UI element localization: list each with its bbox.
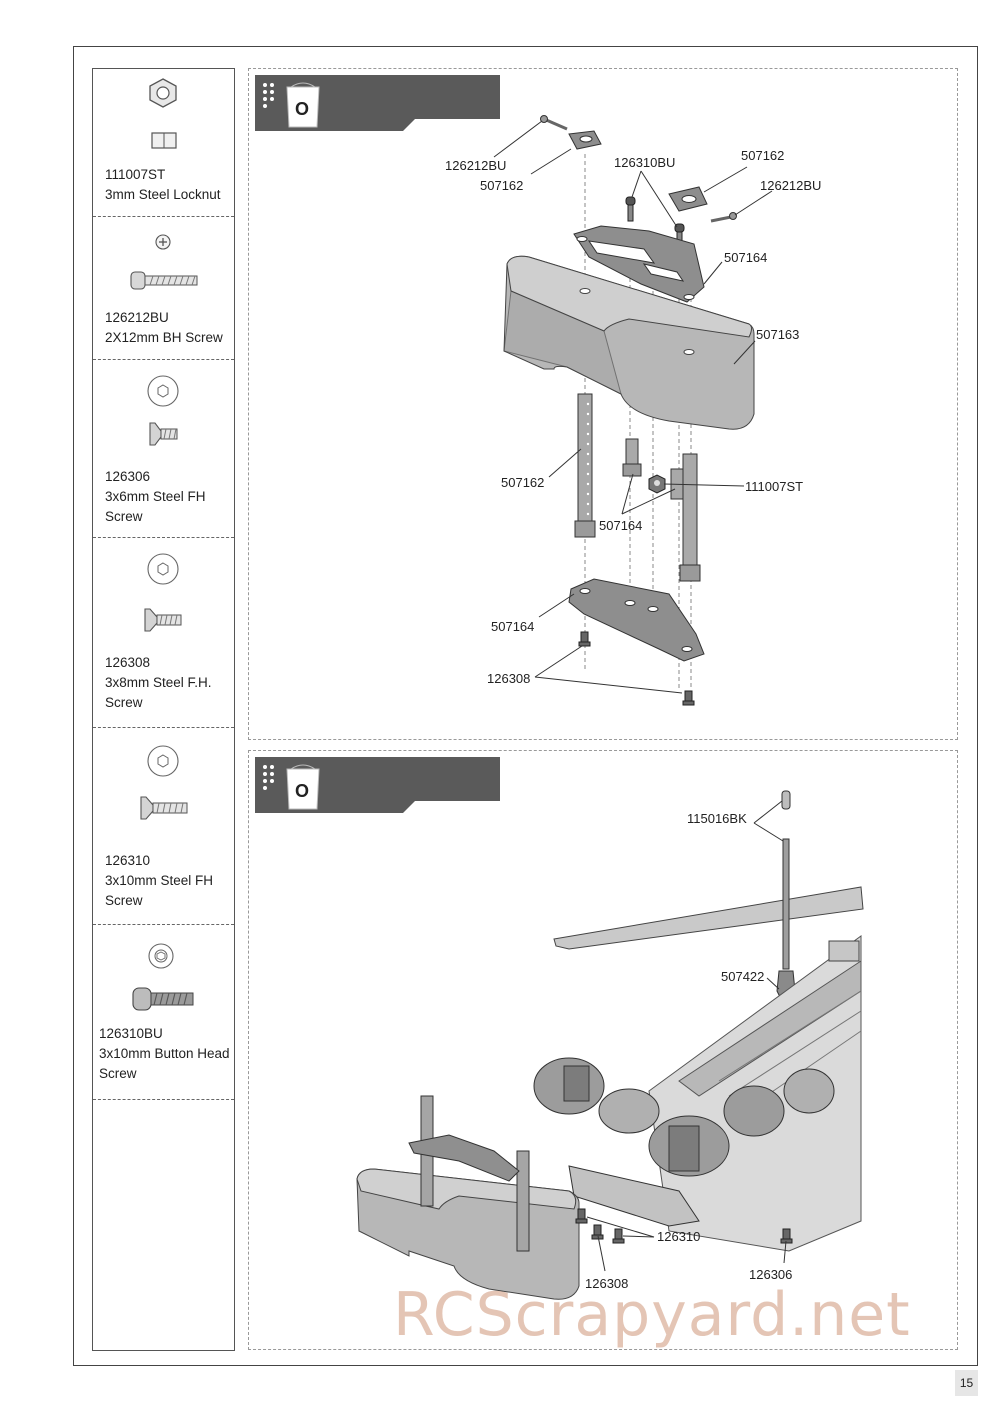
part-description: 3x10mm Button Head Screw [99,1046,230,1081]
bumper-exploded-diagram [493,115,773,706]
part-callout: 507162 [480,178,524,193]
part-item: 126310BU 3x10mm Button Head Screw [93,924,234,1100]
mount-top-left [540,115,602,150]
part-number: 111007ST [105,167,166,182]
button-head-screw-icon [132,943,194,1011]
bag-label: O [294,99,309,119]
part-callout: 111007ST [745,479,804,494]
part-callout: 507162 [501,475,545,490]
part-callout: 507163 [756,327,800,342]
part-item: 126212BU 2X12mm BH Screw [93,216,234,360]
step-banner [255,757,500,813]
watermark: RCScrapyard.net [393,1280,911,1350]
part-item: 126306 3x6mm Steel FH Screw [93,359,234,538]
mount-top-right [668,186,737,223]
part-number: 126308 [105,655,151,670]
part-item: 126308 3x8mm Steel F.H. Screw [93,537,234,728]
locknut [648,474,666,494]
locknut-icon [149,78,177,149]
part-callout: 126308 [585,1276,629,1291]
part-callout: 126212BU [760,178,822,193]
part-number: 126310 [105,853,151,868]
part-number: 126310BU [99,1026,163,1041]
part-callout: 126308 [487,671,531,686]
assembly-step-panel: O [248,68,958,740]
parts-sidebar: 111007ST 3mm Steel Locknut 126212BU 2X12… [92,68,235,1351]
part-callout: 507164 [491,619,535,634]
part-number: 126306 [105,469,151,484]
page-number: 15 [955,1370,978,1396]
long-post [574,393,596,538]
bag-label: O [294,781,309,801]
foam-bumper [503,255,755,430]
antenna-pipe [776,790,796,1000]
part-callout: 507162 [741,148,785,163]
upper-deck [553,886,864,950]
part-callout: 126306 [749,1267,793,1282]
flat-head-screw-icon [144,553,182,632]
flat-head-screw-icon [147,375,179,446]
upper-plate [573,225,705,303]
part-item: 126310 3x10mm Steel FH Screw [93,727,234,925]
page-frame [73,46,978,1366]
part-callout: 126212BU [445,158,507,173]
part-callout: 115016BK [687,811,747,826]
part-description: 3x6mm Steel FH Screw [105,489,206,524]
long-post [670,453,701,582]
lower-plate [568,578,705,662]
assembly-step-panel: O [248,750,958,1350]
part-item: 111007ST 3mm Steel Locknut [93,69,234,217]
part-callout: 507422 [721,969,765,984]
part-description: 3mm Steel Locknut [105,187,221,202]
part-callout: 126310BU [614,155,676,170]
part-callout: 126310 [657,1229,701,1244]
step-banner [255,75,500,131]
chassis-assembly-diagram [356,790,864,1300]
flat-head-screw-icon [140,745,188,820]
front-suspension [533,1057,835,1227]
part-callout: 507164 [599,518,643,533]
phillips-screw-icon [130,234,198,290]
part-description: 2X12mm BH Screw [105,330,223,345]
part-callout: 507164 [724,250,768,265]
part-description: 3x10mm Steel FH Screw [105,873,214,908]
part-number: 126212BU [105,310,169,325]
part-description: 3x8mm Steel F.H. Screw [105,675,212,710]
short-post [622,438,642,477]
